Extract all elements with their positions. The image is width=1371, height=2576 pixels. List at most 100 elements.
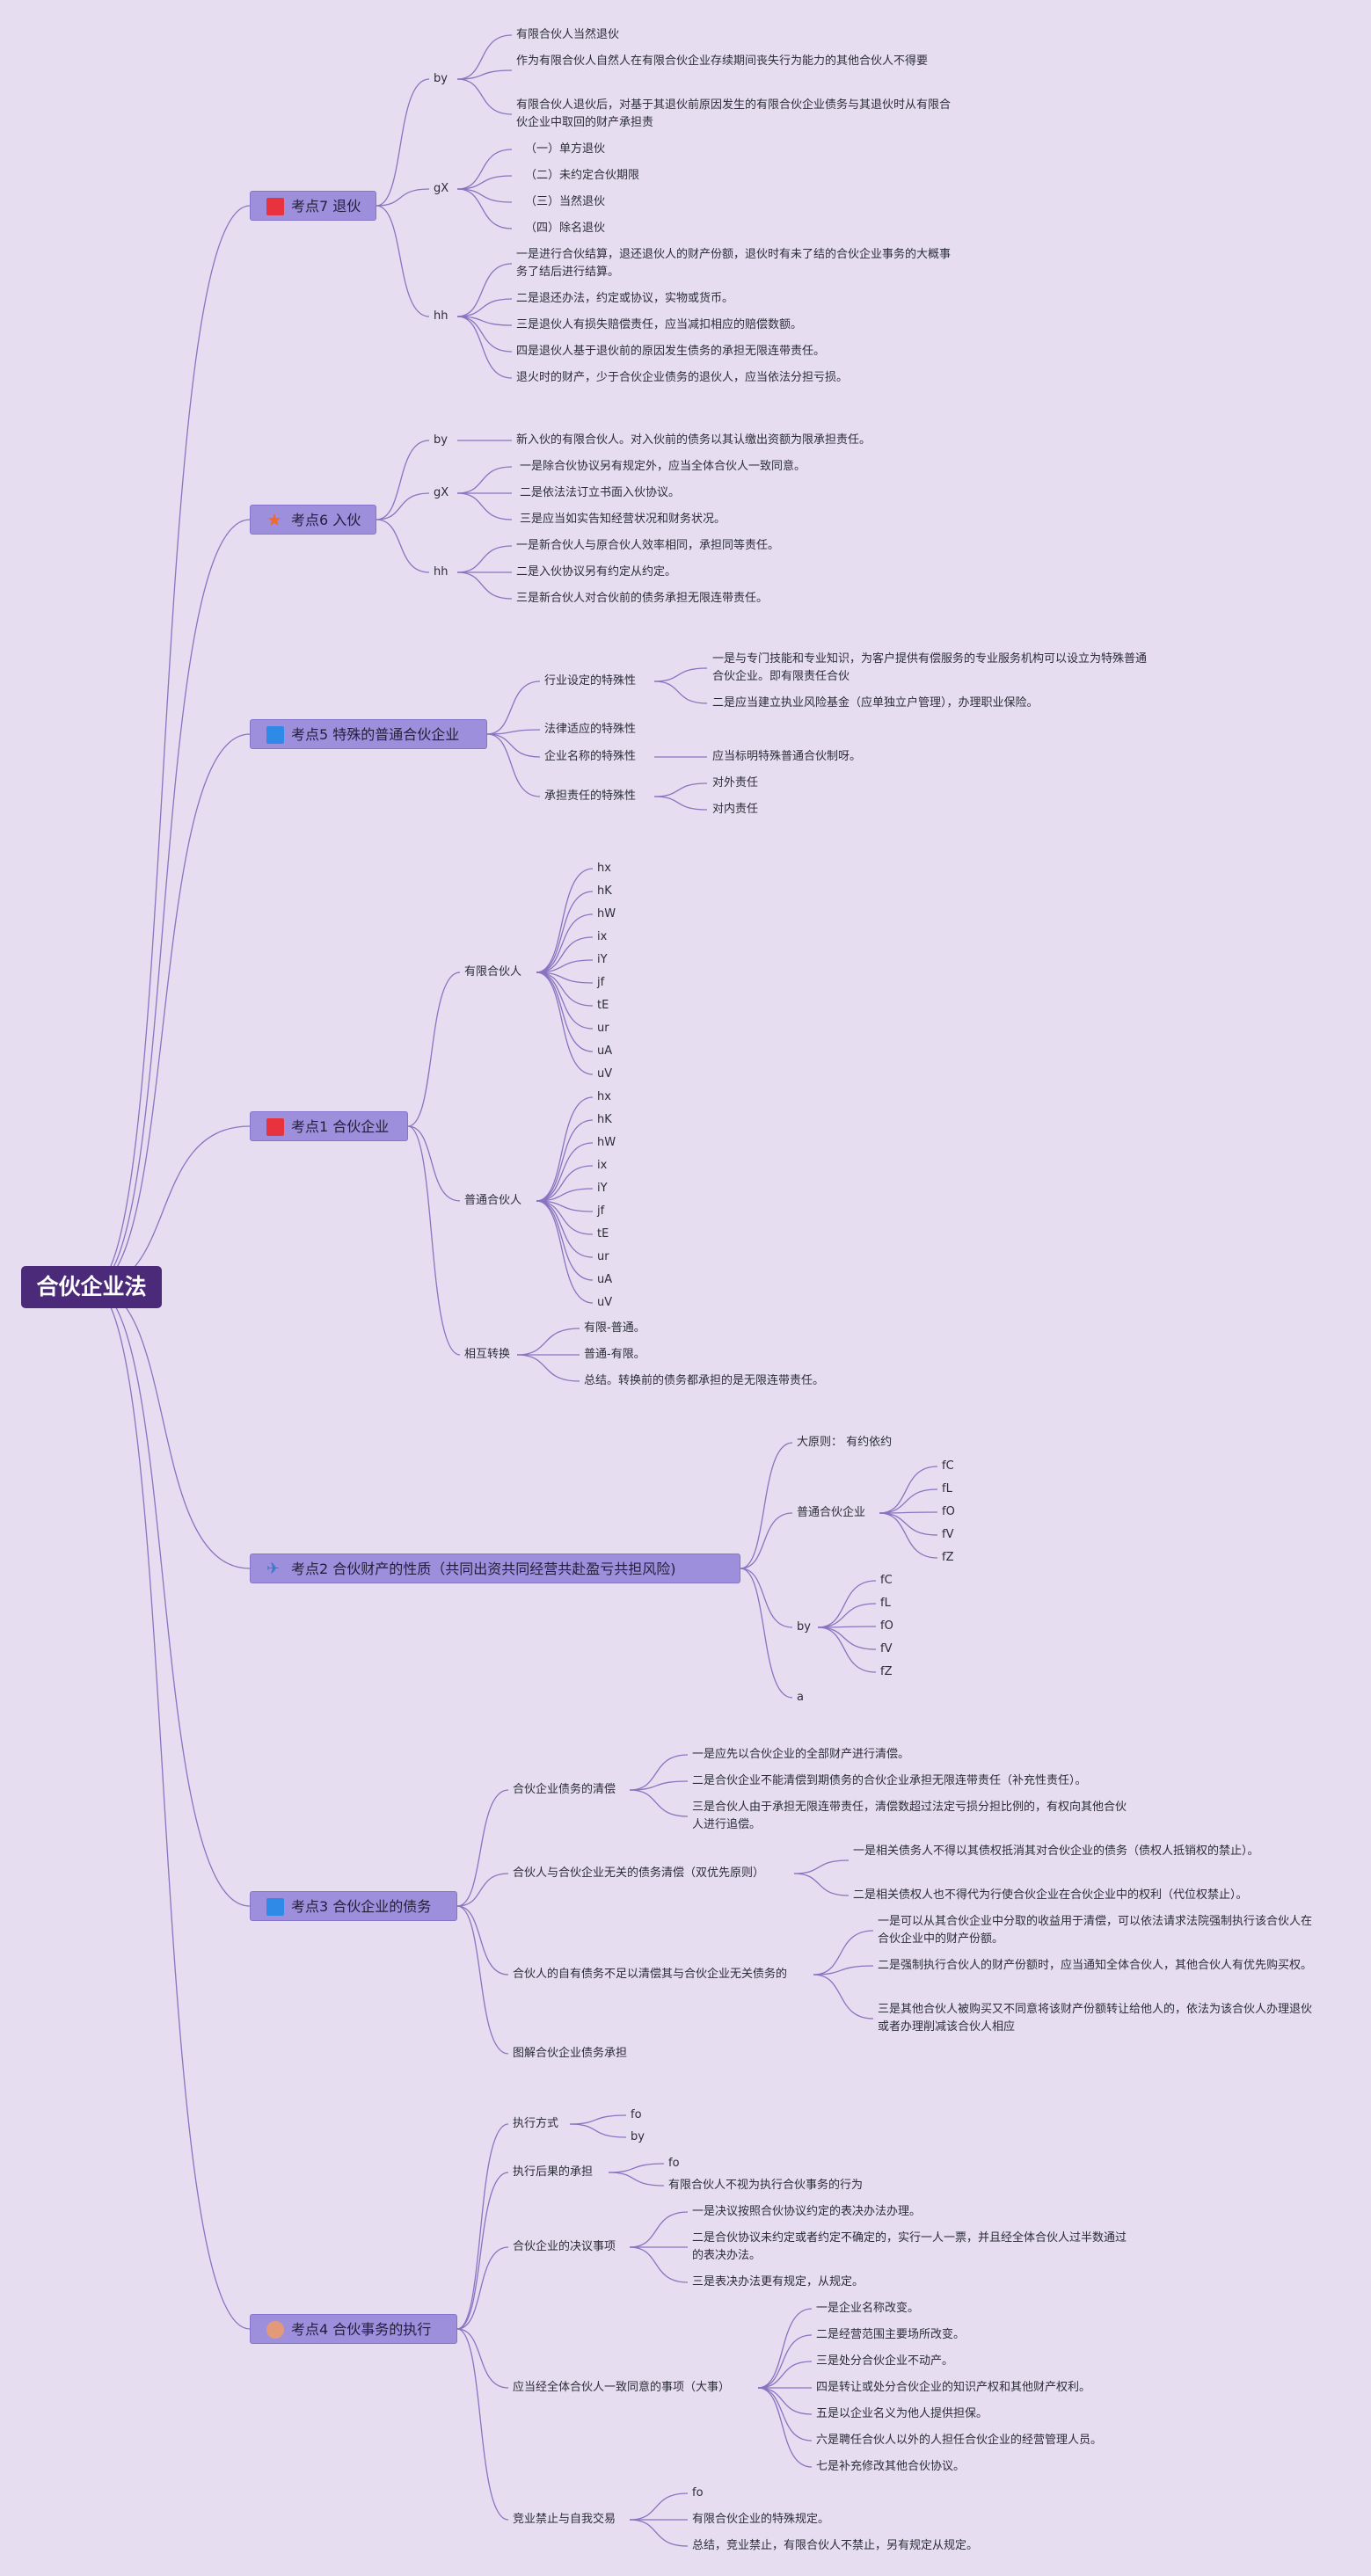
branch-conversion[interactable]: 相互转换	[464, 1348, 511, 1361]
branch[interactable]: 承担责任的特殊性	[544, 790, 637, 803]
topic-join[interactable]: ★考点6 入伙	[250, 505, 376, 535]
leaf[interactable]: 三是合伙人由于承担无限连带责任，清偿数超过法定亏损分担比例的，有权向其他合伙人进…	[692, 1801, 1127, 1831]
leaf[interactable]: 有限合伙人退伙后，对基于其退伙前原因发生的有限合伙企业债务与其退伙时从有限合伙企…	[516, 98, 952, 129]
code-leaf[interactable]: jf	[597, 976, 605, 989]
leaf[interactable]: 二是经营范围主要场所改变。	[816, 2328, 966, 2341]
topic-exit[interactable]: 考点7 退伙	[250, 191, 376, 221]
leaf[interactable]: 普通-有限。	[584, 1348, 645, 1361]
code-leaf[interactable]: fL	[942, 1482, 952, 1495]
code-leaf[interactable]: fC	[942, 1459, 954, 1473]
code-leaf[interactable]: uA	[597, 1044, 613, 1058]
leaf[interactable]: 三是表决办法更有规定，从规定。	[692, 2275, 864, 2289]
code-leaf[interactable]: uA	[597, 1273, 613, 1286]
leaf[interactable]: 总结，竞业禁止，有限合伙人不禁止，另有规定从规定。	[692, 2539, 979, 2552]
branch-gx[interactable]: gX	[434, 182, 449, 195]
leaf[interactable]: （三）当然退伙	[525, 195, 606, 208]
leaf[interactable]: by	[631, 2130, 645, 2143]
leaf[interactable]: 二是强制执行合伙人的财产份额时，应当通知全体合伙人，其他合伙人有优先购买权。	[878, 1959, 1313, 1972]
leaf[interactable]: 有限合伙人不视为执行合伙事务的行为	[668, 2179, 864, 2192]
leaf[interactable]: 应当标明特殊普通合伙制呀。	[712, 750, 862, 763]
leaf[interactable]: 三是其他合伙人被购买又不同意将该财产份额转让给他人的，依法为该合伙人办理退伙或者…	[878, 2003, 1313, 2034]
code-leaf[interactable]: fZ	[880, 1665, 893, 1678]
code-leaf[interactable]: hW	[597, 1136, 616, 1149]
topic-property[interactable]: ✈考点2 合伙财产的性质（共同出资共同经营共赴盈亏共担风险)	[250, 1554, 740, 1583]
leaf[interactable]: 有限合伙企业的特殊规定。	[692, 2513, 830, 2526]
leaf[interactable]: 三是应当如实告知经营状况和财务状况。	[520, 513, 726, 526]
branch-limited-partner[interactable]: 有限合伙人	[464, 965, 522, 979]
code-leaf[interactable]: fZ	[942, 1551, 954, 1564]
leaf[interactable]: 二是合伙企业不能清偿到期债务的合伙企业承担无限连带责任（补充性责任）。	[692, 1774, 1087, 1787]
leaf[interactable]: 一是新合伙人与原合伙人效率相同，承担同等责任。	[516, 539, 780, 552]
code-leaf[interactable]: hK	[597, 1113, 612, 1126]
leaf[interactable]: 总结。转换前的债务都承担的是无限连带责任。	[584, 1374, 825, 1387]
branch[interactable]: a	[797, 1691, 804, 1704]
branch[interactable]: 图解合伙企业债务承担	[513, 2047, 628, 2060]
leaf[interactable]: 一是可以从其合伙企业中分取的收益用于清偿，可以依法请求法院强制执行该合伙人在合伙…	[878, 1915, 1313, 1946]
branch[interactable]: 行业设定的特殊性	[544, 674, 637, 688]
code-leaf[interactable]: ur	[597, 1250, 609, 1263]
leaf[interactable]: fo	[692, 2486, 704, 2500]
leaf[interactable]: fo	[668, 2157, 680, 2170]
branch[interactable]: by	[797, 1620, 811, 1634]
leaf[interactable]: 三是退伙人有损失赔偿责任，应当减扣相应的赔偿数额。	[516, 318, 803, 331]
code-leaf[interactable]: fC	[880, 1574, 893, 1587]
leaf[interactable]: 七是补充修改其他合伙协议。	[816, 2460, 966, 2473]
code-leaf[interactable]: fO	[880, 1619, 893, 1633]
leaf[interactable]: 二是应当建立执业风险基金（应单独立户管理），办理职业保险。	[712, 696, 1039, 709]
leaf[interactable]: 一是应先以合伙企业的全部财产进行清偿。	[692, 1748, 910, 1761]
code-leaf[interactable]: fV	[880, 1642, 893, 1655]
branch-by[interactable]: by	[434, 72, 448, 85]
leaf[interactable]: 一是进行合伙结算，退还退伙人的财产份额，退伙时有未了结的合伙企业事务的大概事务了…	[516, 248, 952, 279]
leaf[interactable]: 二是合伙协议未约定或者约定不确定的，实行一人一票，并且经全体合伙人过半数通过的表…	[692, 2231, 1127, 2262]
code-leaf[interactable]: ix	[597, 1159, 608, 1172]
branch[interactable]: 合伙人与合伙企业无关的债务清偿（双优先原则）	[513, 1867, 765, 1880]
leaf[interactable]: 对内责任	[712, 803, 759, 816]
leaf[interactable]: fo	[631, 2108, 642, 2121]
branch[interactable]: 法律适应的特殊性	[544, 723, 637, 736]
branch[interactable]: 执行方式	[513, 2117, 559, 2130]
code-leaf[interactable]: fL	[880, 1597, 891, 1610]
code-leaf[interactable]: hx	[597, 862, 611, 875]
leaf[interactable]: 有限合伙人当然退伙	[516, 28, 620, 41]
leaf[interactable]: 作为有限合伙人自然人在有限合伙企业存续期间丧失行为能力的其他合伙人不得要	[516, 55, 929, 68]
leaf[interactable]: 二是退还办法，约定或协议，实物或货币。	[516, 292, 734, 305]
topic-affairs[interactable]: 考点4 合伙事务的执行	[250, 2314, 457, 2344]
leaf[interactable]: 对外责任	[712, 776, 759, 790]
leaf[interactable]: 五是以企业名义为他人提供担保。	[816, 2407, 988, 2420]
code-leaf[interactable]: fO	[942, 1505, 955, 1518]
topic-debts[interactable]: 考点3 合伙企业的债务	[250, 1891, 457, 1921]
leaf[interactable]: 一是相关债务人不得以其债权抵消其对合伙企业的债务（债权人抵销权的禁止）。	[853, 1845, 1259, 1858]
branch-hh[interactable]: hh	[434, 309, 448, 323]
branch[interactable]: 普通合伙企业	[797, 1506, 866, 1519]
branch-by[interactable]: by	[434, 433, 448, 447]
code-leaf[interactable]: iY	[597, 953, 608, 966]
leaf[interactable]: （二）未约定合伙期限	[525, 169, 640, 182]
code-leaf[interactable]: ix	[597, 930, 608, 943]
branch[interactable]: 执行后果的承担	[513, 2165, 594, 2179]
code-leaf[interactable]: uV	[597, 1067, 613, 1081]
leaf[interactable]: 二是入伙协议另有约定从约定。	[516, 565, 677, 579]
leaf[interactable]: 有限-普通。	[584, 1321, 645, 1335]
root-node[interactable]: 合伙企业法	[21, 1266, 162, 1308]
leaf[interactable]: 一是除合伙协议另有规定外，应当全体合伙人一致同意。	[520, 460, 806, 473]
branch-general-partner[interactable]: 普通合伙人	[464, 1194, 522, 1207]
topic-partnership[interactable]: 考点1 合伙企业	[250, 1111, 408, 1141]
code-leaf[interactable]: ur	[597, 1022, 609, 1035]
code-leaf[interactable]: tE	[597, 999, 609, 1012]
branch[interactable]: 企业名称的特殊性	[544, 750, 637, 763]
leaf[interactable]: 退火时的财产，少于合伙企业债务的退伙人，应当依法分担亏损。	[516, 371, 849, 384]
code-leaf[interactable]: hx	[597, 1090, 611, 1103]
leaf[interactable]: 二是依法法订立书面入伙协议。	[520, 486, 681, 499]
branch[interactable]: 合伙企业的决议事项	[513, 2240, 616, 2253]
leaf[interactable]: 新入伙的有限合伙人。对入伙前的债务以其认缴出资额为限承担责任。	[516, 433, 871, 447]
leaf[interactable]: 二是相关债权人也不得代为行使合伙企业在合伙企业中的权利（代位权禁止）。	[853, 1888, 1248, 1902]
code-leaf[interactable]: tE	[597, 1227, 609, 1241]
branch[interactable]: 应当经全体合伙人一致同意的事项（大事）	[513, 2381, 731, 2394]
branch[interactable]: 竞业禁止与自我交易	[513, 2513, 616, 2526]
topic-special-partnership[interactable]: 考点5 特殊的普通合伙企业	[250, 719, 487, 749]
branch[interactable]: 合伙人的自有债务不足以清偿其与合伙企业无关债务的	[513, 1968, 788, 1981]
branch[interactable]: 合伙企业债务的清偿	[513, 1783, 616, 1796]
code-leaf[interactable]: uV	[597, 1296, 613, 1309]
branch-gx[interactable]: gX	[434, 486, 449, 499]
leaf[interactable]: 四是退伙人基于退伙前的原因发生债务的承担无限连带责任。	[516, 345, 826, 358]
